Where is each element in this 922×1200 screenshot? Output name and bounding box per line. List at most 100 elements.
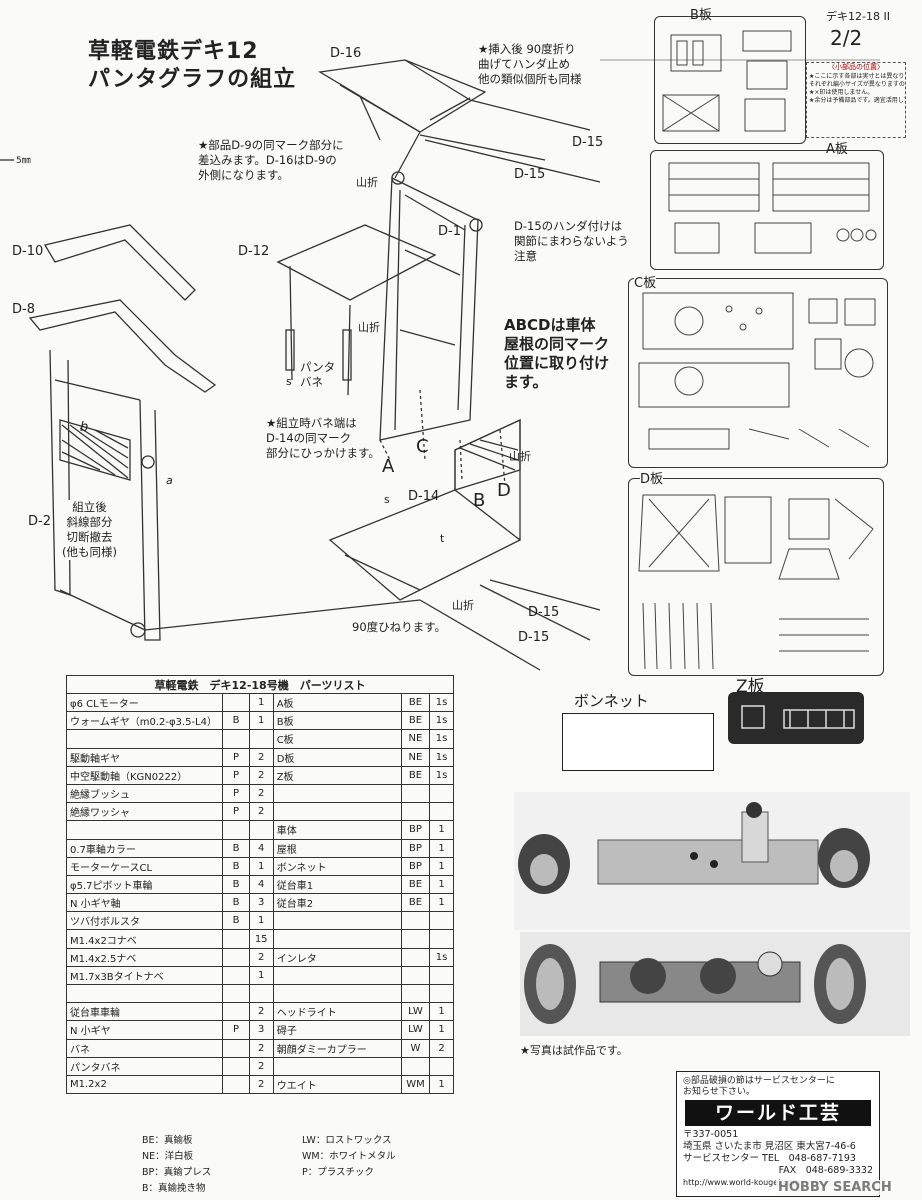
label-d2: D-2 (28, 514, 51, 529)
parts-material: B (222, 874, 250, 895)
sheet-d (628, 478, 884, 676)
parts-name (272, 911, 402, 931)
company-address: 埼玉県 さいたま市 見沼区 東大宮7-46-6 (683, 1141, 856, 1152)
bonnet-box (562, 713, 714, 771)
sheet-z (728, 692, 864, 744)
parts-name: 朝顔ダミーカプラー (272, 1038, 402, 1058)
parts-name: バネ (65, 1038, 224, 1058)
note-cut-hatch: 組立後 斜線部分 切断撤去 (他も同様) (62, 500, 117, 560)
note-insert-bend: ★挿入後 90度折り 曲げてハンダ止め 他の類似個所も同様 (478, 42, 582, 86)
parts-qty (248, 983, 274, 1004)
note-abcd: ABCDは車体 屋根の同マーク 位置に取り付け ます。 (504, 316, 610, 391)
parts-material: B (222, 893, 250, 913)
parts-material: LW (400, 1020, 431, 1040)
label-d14: D-14 (408, 489, 440, 504)
label-yamaori: 山折 (358, 321, 380, 334)
parts-name: M1.4x2コナベ (65, 929, 224, 949)
parts-material: BE (400, 765, 431, 785)
mark-a-small: a (166, 474, 173, 487)
parts-name: 屋根 (272, 838, 402, 858)
parts-list-title: 草軽電鉄 デキ12-18号機 パーツリスト (66, 675, 454, 694)
parts-name: D板 (272, 747, 402, 767)
parts-qty: 2 (248, 1038, 274, 1058)
parts-qty: 1 (248, 856, 274, 876)
parts-name: M1.4x2.5ナベ (65, 947, 224, 967)
bonnet-label: ボンネット (574, 692, 649, 710)
mark-c: C (416, 436, 429, 457)
sheet-d-label: D板 (640, 468, 664, 487)
parts-qty: 1 (429, 838, 454, 858)
company-notice: ◎部品破損の節はサービスセンターに お知らせ下さい。 (683, 1076, 835, 1097)
parts-qty (429, 802, 454, 822)
parts-name: 駆動軸ギヤ (65, 747, 224, 767)
company-postal: 〒337-0051 (683, 1129, 739, 1140)
parts-qty: 1 (429, 1002, 454, 1022)
parts-material (400, 947, 431, 967)
parts-material (222, 1056, 250, 1076)
parts-name: モーターケースCL (65, 856, 224, 876)
sheet-z-parts (741, 705, 855, 729)
parts-name: 碍子 (272, 1020, 402, 1040)
parts-material (222, 729, 250, 749)
small-parts-title: 〈小部品の位置〉 (828, 63, 884, 71)
parts-qty: 3 (248, 893, 274, 913)
sheet-d-parts (638, 494, 874, 670)
parts-name: A板 (272, 692, 402, 713)
parts-name: 従台車車輪 (65, 1002, 224, 1022)
legend-ne: NE：洋白板 (142, 1151, 194, 1162)
parts-material (222, 1074, 250, 1095)
sheet-c-parts (638, 292, 876, 450)
model-number: デキ12-18 II (826, 10, 890, 23)
chassis-photo-top-image (518, 802, 870, 894)
parts-name: ウエイト (272, 1074, 402, 1095)
parts-qty (248, 820, 274, 840)
label-yamaori: 山折 (452, 599, 474, 612)
parts-name (272, 783, 402, 804)
parts-qty: 1 (429, 820, 454, 840)
label-d15: D-15 (528, 605, 560, 620)
parts-qty: 2 (248, 747, 274, 767)
label-d10: D-10 (12, 244, 44, 259)
legend-lw: LW：ロストワックス (302, 1135, 392, 1146)
parts-material (222, 929, 250, 949)
parts-qty: 1 (248, 692, 274, 713)
parts-qty: 1s (429, 729, 454, 749)
parts-qty: 1 (429, 1074, 454, 1095)
parts-qty: 2 (248, 947, 274, 967)
parts-material: P (222, 802, 250, 822)
parts-material: WM (400, 1074, 431, 1095)
parts-name: ツバ付ボルスタ (65, 911, 224, 931)
parts-name (272, 965, 402, 986)
parts-material: BE (400, 874, 431, 895)
parts-qty: 2 (429, 1038, 454, 1058)
small-parts-box: 〈小部品の位置〉 ★ここに示す各部は実寸とは異なります。 それぞれ編小サイズが異… (806, 62, 906, 138)
parts-material: B (222, 838, 250, 858)
parts-qty: 1s (429, 765, 454, 785)
parts-qty (429, 1056, 454, 1076)
label-d15: D-15 (518, 630, 550, 645)
small-parts-note: ★ここに示す各部は実寸とは異なります。 それぞれ編小サイズが異なりますのでご注意… (809, 73, 905, 104)
label-yamaori: 山折 (509, 450, 531, 463)
watermark: HOBBY SEARCH (776, 1180, 894, 1195)
parts-material (222, 983, 250, 1004)
parts-material: BP (400, 856, 431, 876)
mark-t: t (440, 532, 445, 545)
mark-d: D (497, 480, 511, 501)
parts-material: BP (400, 838, 431, 858)
sheet-a (650, 150, 884, 270)
company-url[interactable]: http://www.world-kougei.com (683, 1178, 801, 1187)
parts-name (272, 983, 402, 1004)
parts-qty: 4 (248, 874, 274, 895)
